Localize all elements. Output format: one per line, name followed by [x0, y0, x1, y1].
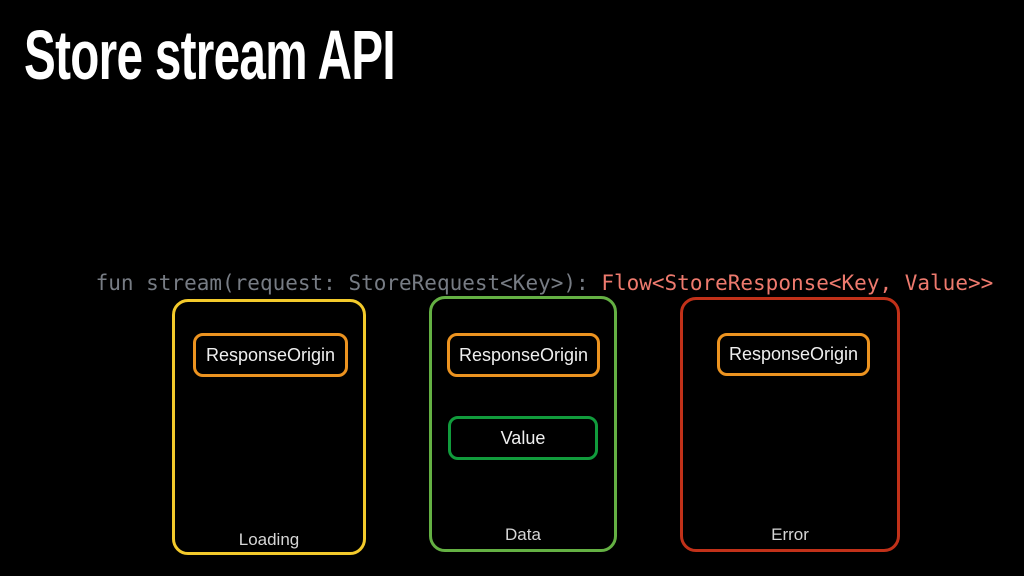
code-signature-highlight: Flow<StoreResponse<Key, Value>> [601, 271, 994, 295]
code-signature: fun stream(request: StoreRequest<Key>): … [45, 247, 994, 319]
response-origin-box: ResponseOrigin [193, 333, 348, 377]
state-box-data: ResponseOrigin Value Data [429, 296, 617, 552]
state-label-loading: Loading [238, 530, 300, 549]
response-origin-label: ResponseOrigin [205, 344, 336, 365]
response-origin-box: ResponseOrigin [447, 333, 600, 377]
code-signature-plain: fun stream(request: StoreRequest<Key>): [95, 271, 602, 295]
response-origin-label: ResponseOrigin [458, 344, 589, 365]
slide-title: Store stream API [24, 16, 396, 94]
value-label: Value [500, 427, 546, 448]
response-origin-label: ResponseOrigin [728, 344, 859, 364]
state-label-data: Data [505, 525, 541, 544]
state-label-error: Error [771, 525, 809, 544]
state-box-loading: ResponseOrigin Loading [172, 299, 366, 555]
response-origin-box: ResponseOrigin [717, 333, 870, 376]
value-box: Value [448, 416, 598, 460]
state-box-error: ResponseOrigin Error [680, 297, 900, 552]
